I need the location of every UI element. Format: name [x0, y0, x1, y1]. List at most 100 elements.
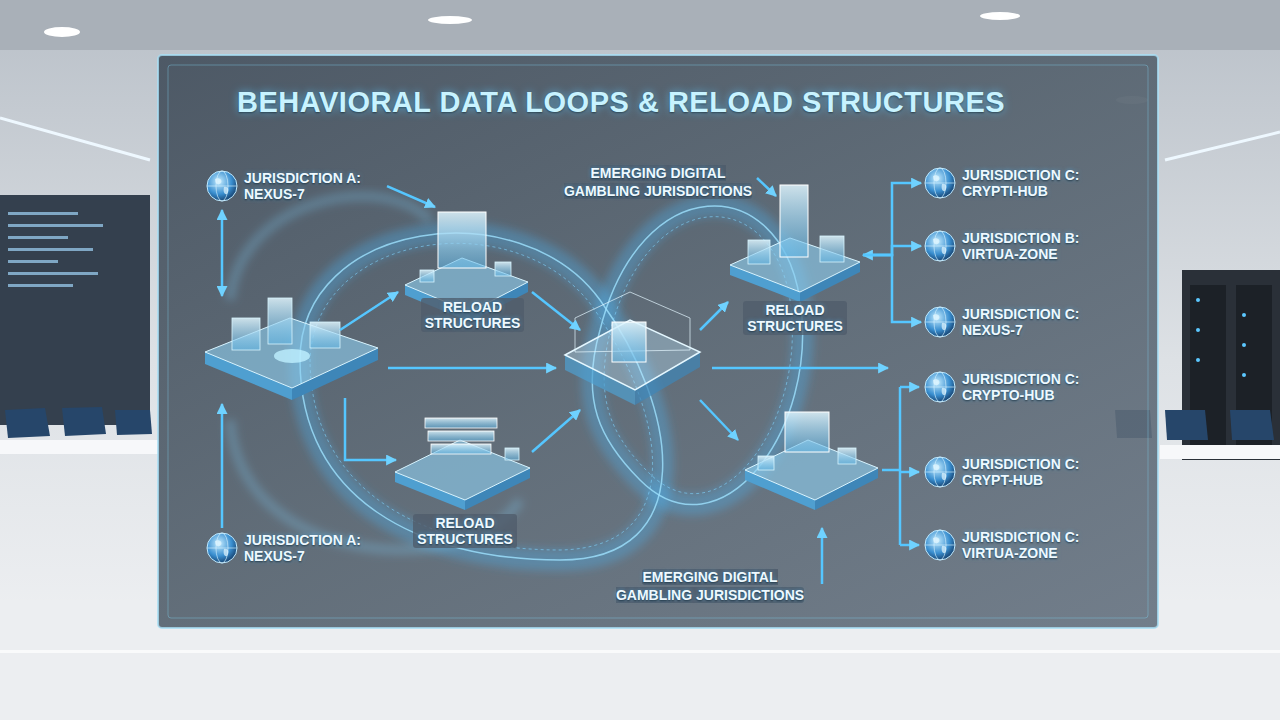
left-hub-platform: [310, 322, 340, 348]
center-hub: [565, 292, 700, 405]
globe-icon: [933, 537, 946, 553]
center-hub: [612, 322, 646, 362]
globe-icon: [925, 231, 955, 261]
room-background: [44, 27, 80, 37]
flow-connector: [863, 246, 921, 255]
server-rack: [1196, 328, 1200, 332]
top-reload-platform: [438, 212, 486, 268]
flow-arrows: [388, 367, 556, 370]
bottom-reload-platform: [431, 444, 491, 454]
bottom-right-platform: [838, 448, 856, 464]
flow-arrows: [221, 404, 224, 528]
globe-icon: [933, 379, 946, 395]
top-right-platform: [748, 240, 770, 264]
jurisdiction-label: JURISDICTION C: CRYPTO-HUB: [962, 371, 1102, 403]
flow-connector: [387, 186, 435, 207]
room-background: [0, 118, 150, 160]
glass-panel: [168, 65, 1148, 618]
flow-arrows: [700, 400, 738, 440]
globe-icon: [925, 168, 955, 198]
globe-icon: [207, 171, 237, 201]
bottom-reload-platform: [425, 418, 497, 428]
globe-icon: [925, 530, 955, 560]
left-hub-platform: [268, 298, 292, 344]
desk-tablets: [5, 408, 50, 438]
reload-label: RELOAD STRUCTURES: [743, 301, 847, 335]
desk-tablets: [62, 407, 106, 436]
flow-arrows: [345, 398, 396, 460]
jurisdiction-label: JURISDICTION A: NEXUS-7: [244, 170, 384, 202]
reload-label: RELOAD STRUCTURES: [421, 298, 525, 332]
jurisdiction-label: JURISDICTION C: NEXUS-7: [962, 306, 1102, 338]
server-rack: [1242, 343, 1246, 347]
globe-icon: [925, 457, 955, 487]
data-loop-ribbons: [604, 217, 792, 494]
room-background: [428, 16, 472, 24]
wall-screen: [8, 236, 68, 239]
reload-structure-node: RELOAD STRUCTURES: [730, 175, 860, 335]
flow-arrows: [882, 469, 900, 472]
bottom-right-platform: [745, 412, 878, 510]
jurisdiction-node: JURISDICTION C: CRYPTI-HUB: [924, 167, 1102, 199]
wall-screen: [0, 195, 150, 425]
room-background: [0, 0, 1280, 50]
jurisdiction-node: JURISDICTION A: NEXUS-7: [206, 532, 384, 564]
flow-arrows: [700, 302, 728, 330]
callout-label: EMERGING DIGITAL GAMBLING JURISDICTIONS: [564, 165, 752, 199]
wall-screen: [8, 212, 78, 215]
jurisdiction-label: JURISDICTION B: VIRTUA-ZONE: [962, 230, 1102, 262]
globe-icon: [925, 307, 955, 337]
wall-screen: [8, 248, 93, 251]
room-background: [980, 12, 1020, 20]
callout-label: EMERGING DIGITAL GAMBLING JURISDICTIONS: [616, 569, 804, 603]
flow-connector: [863, 183, 921, 255]
diagram-title: BEHAVIORAL DATA LOOPS & RELOAD STRUCTURE…: [237, 86, 1005, 119]
desk-tablets: [1160, 445, 1280, 459]
jurisdiction-label: JURISDICTION A: NEXUS-7: [244, 532, 384, 564]
bottom-reload-platform: [428, 431, 494, 441]
bottom-right-platform: [758, 456, 774, 470]
wall-screen: [8, 284, 73, 287]
globe-icon: [207, 533, 237, 563]
reload-label: RELOAD STRUCTURES: [413, 514, 517, 548]
globe-icon: [206, 170, 238, 202]
globe-icon: [925, 246, 955, 247]
globe-icon: [933, 238, 946, 254]
globe-icon: [924, 456, 956, 488]
data-loop-ribbons: [310, 243, 653, 550]
wall-screen: [8, 260, 58, 263]
desk-tablets: [115, 410, 152, 435]
server-rack: [1196, 298, 1200, 302]
jurisdiction-node: JURISDICTION C: VIRTUA-ZONE: [924, 529, 1102, 561]
globe-icon: [933, 175, 946, 191]
flow-arrows: [900, 544, 919, 547]
room-background: [1165, 132, 1280, 160]
center-hub: [565, 320, 700, 390]
bottom-reload-platform: [395, 418, 530, 510]
globe-icon: [207, 186, 237, 187]
flow-arrows: [900, 471, 919, 474]
top-right-platform: [780, 185, 808, 257]
globe-icon: [924, 306, 956, 338]
left-hub-platform: [274, 349, 310, 363]
room-background: [0, 650, 1280, 653]
callout-label-box: EMERGING DIGITAL GAMBLING JURISDICTIONS: [610, 568, 810, 604]
globe-icon: [207, 548, 237, 549]
globe-icon: [924, 529, 956, 561]
jurisdiction-node: JURISDICTION C: CRYPT-HUB: [924, 456, 1102, 488]
flow-arrows: [900, 386, 919, 389]
bottom-reload-platform: [395, 440, 530, 500]
jurisdiction-node: JURISDICTION A: NEXUS-7: [206, 170, 384, 202]
top-right-platform: [730, 185, 860, 302]
jurisdiction-label: JURISDICTION C: CRYPTI-HUB: [962, 167, 1102, 199]
top-right-platform: [820, 236, 844, 262]
left-hub-platform: [232, 318, 260, 350]
globe-icon: [925, 183, 955, 184]
jurisdiction-node: JURISDICTION C: CRYPTO-HUB: [924, 371, 1102, 403]
flow-arrows: [222, 178, 919, 584]
wall-screen: [0, 195, 150, 425]
server-rack: [1242, 373, 1246, 377]
globe-icon: [933, 464, 946, 480]
globe-icon: [925, 372, 955, 402]
